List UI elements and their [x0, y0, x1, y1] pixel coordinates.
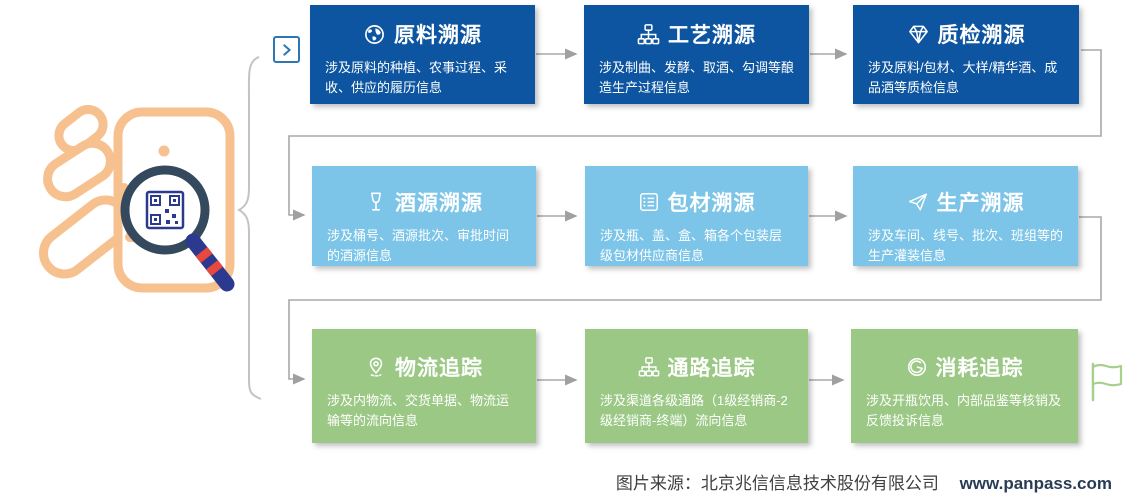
globe-icon	[363, 23, 386, 46]
box-logistics-track: 物流追踪 涉及内物流、交货单据、物流运输等的流向信息	[312, 329, 536, 443]
box-title: 生产溯源	[936, 192, 1025, 215]
box-title: 工艺溯源	[668, 24, 756, 47]
box-desc: 涉及车间、线号、批次、班组等的生产灌装信息	[868, 228, 1064, 263]
source-text: 图片来源：北京兆信信息技术股份有限公司	[615, 474, 939, 493]
box-desc: 涉及渠道各级通路（1级经销商-2级经销商-终端）流向信息	[600, 393, 788, 428]
box-desc: 涉及桶号、酒源批次、审批时间的酒源信息	[327, 228, 510, 263]
location-pin-icon	[365, 356, 387, 378]
jar-dot	[158, 145, 170, 157]
start-chevron-button[interactable]	[273, 36, 300, 63]
box-title: 原料溯源	[394, 24, 482, 47]
paper-plane-icon	[907, 191, 929, 213]
box-title: 通路追踪	[667, 357, 756, 380]
checklist-icon	[638, 191, 660, 213]
box-packaging-trace: 包材溯源 涉及瓶、盖、盒、箱各个包装层级包材供应商信息	[585, 166, 808, 266]
swirl-circle-icon	[906, 356, 928, 378]
image-source-caption: 图片来源：北京兆信信息技术股份有限公司 www.panpass.com	[616, 469, 1112, 494]
chevron-right-icon	[282, 43, 291, 56]
box-title: 质检溯源	[937, 24, 1026, 47]
box-title: 包材溯源	[667, 192, 756, 215]
box-title: 酒源溯源	[395, 192, 483, 215]
gem-icon	[907, 23, 930, 46]
box-production-trace: 生产溯源 涉及车间、线号、批次、班组等的生产灌装信息	[853, 166, 1078, 266]
box-raw-material-trace: 原料溯源 涉及原料的种植、农事过程、采收、供应的履历信息	[310, 5, 535, 104]
box-title: 消耗追踪	[935, 357, 1024, 380]
sitemap-icon	[638, 356, 660, 378]
liquor-qr-magnifier-logo	[39, 104, 235, 293]
box-quality-inspection-trace: 质检溯源 涉及原料/包材、大样/精华酒、成品酒等质检信息	[853, 5, 1079, 104]
magnifier-handle	[185, 233, 235, 292]
box-title: 物流追踪	[395, 357, 483, 380]
magnifier-lens	[120, 165, 210, 255]
finish-flag-icon	[1091, 362, 1123, 402]
sitemap-icon	[637, 23, 660, 46]
grouping-brace	[236, 56, 262, 400]
box-consumption-track: 消耗追踪 涉及开瓶饮用、内部品鉴等核销及反馈投诉信息	[851, 329, 1078, 443]
box-desc: 涉及制曲、发酵、取酒、勾调等酿造生产过程信息	[599, 60, 795, 95]
box-channel-track: 通路追踪 涉及渠道各级通路（1级经销商-2级经销商-终端）流向信息	[585, 329, 808, 443]
box-process-trace: 工艺溯源 涉及制曲、发酵、取酒、勾调等酿造生产过程信息	[584, 5, 809, 104]
box-desc: 涉及原料/包材、大样/精华酒、成品酒等质检信息	[868, 60, 1058, 95]
qr-code	[145, 190, 185, 230]
box-liquor-source-trace: 酒源溯源 涉及桶号、酒源批次、审批时间的酒源信息	[312, 166, 536, 266]
box-desc: 涉及原料的种植、农事过程、采收、供应的履历信息	[325, 60, 508, 95]
website-url: www.panpass.com	[959, 474, 1112, 493]
box-desc: 涉及开瓶饮用、内部品鉴等核销及反馈投诉信息	[866, 393, 1062, 428]
box-desc: 涉及内物流、交货单据、物流运输等的流向信息	[327, 393, 510, 428]
wine-glass-icon	[365, 191, 387, 213]
box-desc: 涉及瓶、盖、盒、箱各个包装层级包材供应商信息	[600, 228, 783, 263]
